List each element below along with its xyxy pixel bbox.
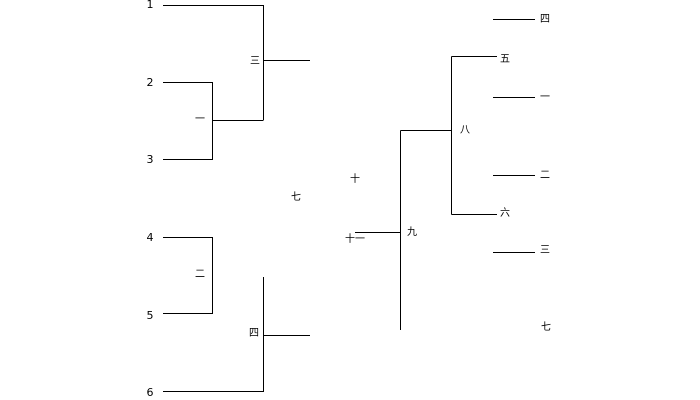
bracket-line [163, 5, 264, 120]
match-nine-label: 九 [407, 227, 417, 238]
entrant-1-label: 1 [146, 0, 154, 11]
right-label-seven: 七 [541, 322, 551, 333]
bracket-line [163, 237, 213, 314]
match-seven-label: 七 [291, 192, 301, 203]
entrant-6-label: 6 [146, 386, 154, 399]
bracket-line [163, 277, 264, 392]
entrant-5-label: 5 [146, 309, 154, 322]
match-two-label: 二 [195, 269, 205, 280]
right-label-three: 三 [540, 245, 550, 256]
slot-five-label: 五 [500, 54, 510, 65]
entrant-2-label: 2 [146, 76, 154, 89]
entrant-4-label: 4 [146, 231, 154, 244]
right-label-one: 一 [540, 92, 550, 103]
slot-six-label: 六 [500, 208, 510, 219]
right-label-four: 四 [540, 14, 550, 25]
right-label-two: 二 [540, 170, 550, 181]
bracket-line [163, 82, 213, 160]
match-four-label: 四 [249, 328, 259, 339]
entrant-3-label: 3 [146, 153, 154, 166]
match-ten-label: 十 [350, 174, 360, 185]
match-eleven-label: 十一 [345, 234, 365, 245]
match-three-label: 三 [250, 56, 260, 67]
match-eight-label: 八 [460, 125, 470, 136]
match-one-label: 一 [195, 114, 205, 125]
